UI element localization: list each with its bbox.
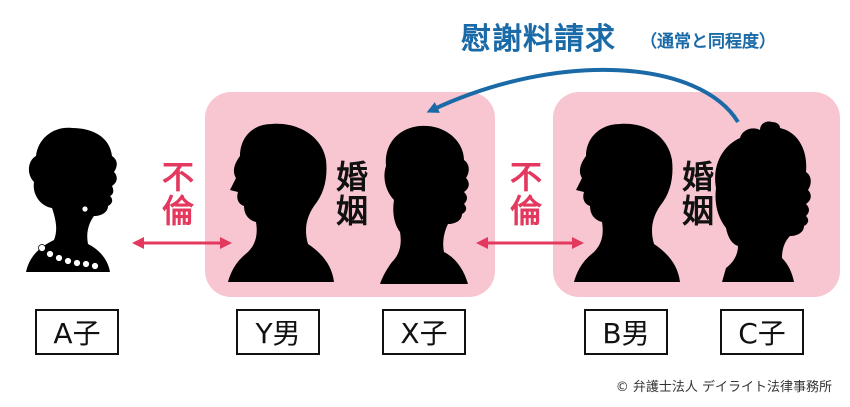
name-label-b: B男 [602, 317, 650, 350]
affair-label-right: 不倫 [505, 160, 543, 228]
marriage-label-left: 婚姻 [331, 160, 369, 228]
marriage-label-right: 婚姻 [677, 160, 715, 228]
name-box-a: A子 [35, 309, 119, 355]
copyright-notice: © 弁護士法人 デイライト法律事務所 [615, 380, 832, 395]
man-silhouette-icon [574, 123, 680, 282]
name-label-x: X子 [400, 317, 448, 350]
woman-pearls-silhouette-icon [26, 127, 117, 272]
claim-arrow [426, 67, 740, 124]
woman-bob-silhouette-icon [715, 121, 811, 283]
name-box-x: X子 [382, 309, 466, 355]
name-box-c: C子 [720, 309, 804, 355]
name-label-y: Y男 [255, 317, 301, 350]
affair-label-left: 不倫 [157, 160, 195, 228]
name-label-c: C子 [738, 317, 786, 350]
man-silhouette-icon [228, 123, 334, 282]
claim-title: 慰謝料請求 [461, 22, 616, 57]
name-box-y: Y男 [236, 309, 320, 355]
claim-subtitle: （通常と同程度） [640, 32, 776, 52]
woman-short-hair-silhouette-icon [380, 125, 469, 284]
name-box-b: B男 [584, 309, 668, 355]
name-label-a: A子 [53, 317, 101, 350]
